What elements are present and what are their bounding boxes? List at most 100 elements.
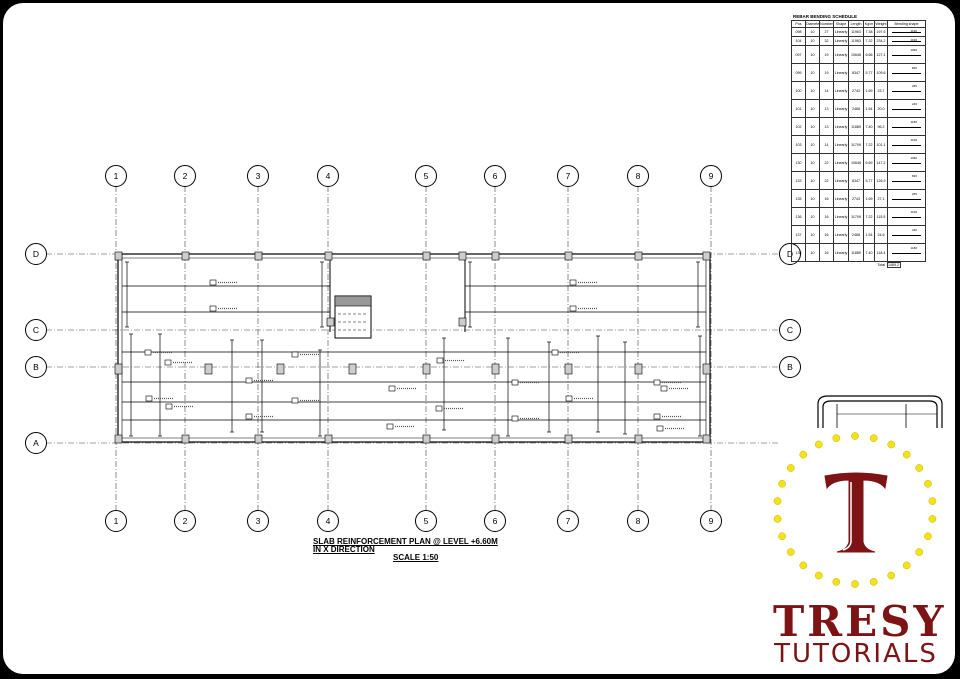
grid-bubble-circle: [247, 510, 269, 532]
column: [181, 434, 190, 444]
schedule-header-cell: Shape: [833, 20, 849, 28]
grid-bubble-circle: [247, 165, 269, 187]
schedule-cell-pos: 103: [791, 135, 806, 154]
rebar-tag-box: [511, 379, 519, 386]
schedule-bending-shape: 820: [887, 63, 926, 82]
column: [422, 434, 431, 444]
logo-dot: [786, 464, 795, 472]
schedule-cell-num: 22: [819, 171, 834, 190]
grid-bubble-label: 4: [326, 516, 331, 526]
logo-dot: [869, 577, 878, 586]
schedule-cell-shape: Linearly: [833, 243, 849, 262]
column: [181, 251, 190, 261]
grid-bubble-circle: [25, 356, 47, 378]
schedule-cell-pos: 138: [791, 243, 806, 262]
column: [634, 434, 643, 444]
grid-bubble-circle: [779, 356, 801, 378]
grid-bubble-circle: [174, 165, 196, 187]
brand-name-line2: TUTORIALS: [774, 639, 938, 669]
title-block-frame: [817, 395, 943, 428]
grid-bubble-label: B: [33, 362, 39, 372]
column: [348, 363, 357, 375]
rebar-tag-box: [569, 305, 577, 312]
grid-bubble-circle: [25, 243, 47, 265]
schedule-header-cell: Pos: [791, 20, 806, 28]
schedule-cell-pos: 097: [791, 45, 806, 64]
schedule-cell-len: 11889: [848, 243, 864, 262]
logo-dot: [799, 450, 808, 459]
column: [702, 251, 711, 261]
bending-shape-bar: [892, 72, 921, 74]
schedule-cell-shape: Linearly: [833, 225, 849, 244]
grid-bubble-circle: [174, 510, 196, 532]
rebar-tag-box: [245, 377, 253, 384]
rebar-tag-box: [386, 423, 394, 430]
bending-shape-bar: [892, 198, 921, 200]
schedule-cell-num: 19: [819, 63, 834, 82]
schedule-cell-num: 16: [819, 207, 834, 226]
schedule-cell-wt: 197.6: [874, 27, 888, 37]
schedule-cell-len: 11709: [848, 207, 864, 226]
schedule-cell-pos: 136: [791, 207, 806, 226]
schedule-cell-wt: 101.1: [874, 135, 888, 154]
schedule-cell-wt: 126.9: [874, 171, 888, 190]
bending-shape-dimension: 1190: [910, 37, 917, 42]
grid-bubble-label: 5: [424, 516, 429, 526]
column: [324, 251, 333, 261]
grid-bubble-label: 7: [566, 516, 571, 526]
column: [702, 434, 711, 444]
grid-bubble-circle: [627, 510, 649, 532]
grid-bubble-circle: [700, 510, 722, 532]
grid-bubble-label: 2: [183, 516, 188, 526]
grid-bubble-label: 6: [493, 516, 498, 526]
bending-shape-bar: [892, 180, 921, 182]
grid-bubble-label: 3: [256, 516, 261, 526]
column: [114, 434, 123, 444]
bending-shape-dimension: 1180: [910, 119, 917, 124]
schedule-cell-len: 2743: [848, 189, 864, 208]
grid-bubble-circle: [557, 510, 579, 532]
schedule-cell-kgm: 7.40: [863, 117, 875, 136]
schedule-total-value: 1469.2: [886, 262, 901, 268]
column: [326, 317, 335, 327]
grid-bubble-label: 8: [636, 516, 641, 526]
schedule-cell-pos: 135: [791, 189, 806, 208]
schedule-cell-shape: Linearly: [833, 153, 849, 172]
logo-dot: [832, 577, 841, 586]
rebar-tag-box: [436, 357, 444, 364]
logo-dot: [902, 450, 911, 459]
schedule-cell-dia: 10: [805, 27, 820, 37]
schedule-cell-kgm: 7.32: [863, 36, 875, 46]
schedule-cell-dia: 10: [805, 243, 820, 262]
schedule-cell-pos: 099: [791, 63, 806, 82]
column: [491, 434, 500, 444]
schedule-bending-shape: 1060: [887, 45, 926, 64]
bending-shape-bar: [892, 234, 921, 236]
schedule-bending-shape: 1160: [887, 207, 926, 226]
drawing-title: SLAB REINFORCEMENT PLAN @ LEVEL +6.60M: [313, 537, 498, 546]
rebar-tag-box: [164, 359, 172, 366]
schedule-cell-dia: 10: [805, 99, 820, 118]
grid-bubble-circle: [317, 165, 339, 187]
schedule-cell-kgm: 1.69: [863, 81, 875, 100]
logo-dot: [778, 479, 786, 488]
logo-dot: [924, 479, 932, 488]
schedule-cell-len: 8347: [848, 63, 864, 82]
bending-shape-bar: [892, 90, 921, 92]
bending-shape-bar: [892, 162, 921, 164]
schedule-cell-pos: 104: [791, 36, 806, 46]
grid-bubble-circle: [105, 510, 127, 532]
grid-bubble-circle: [415, 510, 437, 532]
schedule-cell-kgm: 7.22: [863, 207, 875, 226]
bending-shape-dimension: 1190: [910, 28, 917, 33]
grid-bubble-circle: [627, 165, 649, 187]
schedule-bending-shape: 240: [887, 225, 926, 244]
drawing-scale: SCALE 1:50: [393, 553, 439, 562]
logo-dot: [773, 497, 782, 505]
column: [564, 434, 573, 444]
schedule-cell-dia: 10: [805, 225, 820, 244]
grid-bubble-label: D: [787, 249, 793, 259]
bending-shape-dimension: 1160: [910, 137, 917, 142]
